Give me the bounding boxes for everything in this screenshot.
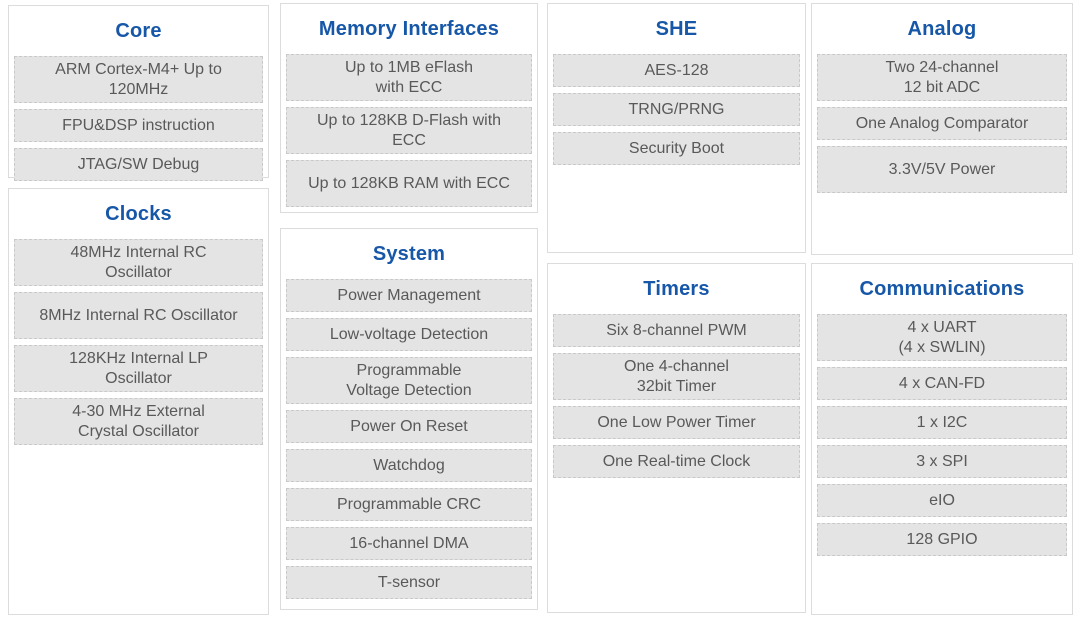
section-memory: Memory Interfaces Up to 1MB eFlash with E…: [280, 3, 538, 213]
feature-item: Up to 128KB D-Flash with ECC: [286, 107, 532, 154]
feature-item: 16-channel DMA: [286, 527, 532, 560]
feature-item: Power Management: [286, 279, 532, 312]
feature-item: 8MHz Internal RC Oscillator: [14, 292, 263, 339]
feature-item: Low-voltage Detection: [286, 318, 532, 351]
feature-item: eIO: [817, 484, 1067, 517]
section-title-core: Core: [115, 20, 162, 42]
feature-item: 1 x I2C: [817, 406, 1067, 439]
feature-item: Up to 128KB RAM with ECC: [286, 160, 532, 207]
feature-item: One Real-time Clock: [553, 445, 800, 478]
section-title-memory: Memory Interfaces: [318, 18, 500, 40]
feature-item: ARM Cortex-M4+ Up to 120MHz: [14, 56, 263, 103]
section-title-she: SHE: [655, 18, 698, 40]
feature-list: 4 x UART (4 x SWLIN) 4 x CAN-FD 1 x I2C 3 x…: [817, 314, 1067, 556]
section-title-timers: Timers: [643, 278, 710, 300]
feature-item: Two 24-channel 12 bit ADC: [817, 54, 1067, 101]
section-clocks: Clocks 48MHz Internal RC Oscillator 8MHz I…: [8, 188, 269, 615]
feature-item: One Low Power Timer: [553, 406, 800, 439]
feature-item: 3.3V/5V Power: [817, 146, 1067, 193]
feature-item: Up to 1MB eFlash with ECC: [286, 54, 532, 101]
feature-item: 48MHz Internal RC Oscillator: [14, 239, 263, 286]
feature-item: 128KHz Internal LP Oscillator: [14, 345, 263, 392]
feature-item: AES-128: [553, 54, 800, 87]
feature-item: One Analog Comparator: [817, 107, 1067, 140]
feature-item: Programmable Voltage Detection: [286, 357, 532, 404]
feature-item: One 4-channel 32bit Timer: [553, 353, 800, 400]
section-title-analog: Analog: [907, 18, 977, 40]
section-title-communications: Communications: [859, 278, 1025, 300]
section-title-system: System: [372, 243, 446, 265]
feature-item: T-sensor: [286, 566, 532, 599]
feature-list: Up to 1MB eFlash with ECC Up to 128KB D-F…: [286, 54, 532, 207]
feature-item: FPU&DSP instruction: [14, 109, 263, 142]
feature-item: 3 x SPI: [817, 445, 1067, 478]
feature-item: 4 x UART (4 x SWLIN): [817, 314, 1067, 361]
section-title-clocks: Clocks: [105, 203, 172, 225]
feature-item: 4-30 MHz External Crystal Oscillator: [14, 398, 263, 445]
feature-list: Two 24-channel 12 bit ADC One Analog Comp…: [817, 54, 1067, 193]
feature-item: Programmable CRC: [286, 488, 532, 521]
feature-item: 128 GPIO: [817, 523, 1067, 556]
feature-list: 48MHz Internal RC Oscillator 8MHz Interna…: [14, 239, 263, 445]
feature-item: Six 8-channel PWM: [553, 314, 800, 347]
feature-item: Power On Reset: [286, 410, 532, 443]
section-communications: Communications 4 x UART (4 x SWLIN) 4 x CA…: [811, 263, 1073, 615]
feature-item: JTAG/SW Debug: [14, 148, 263, 181]
feature-list: Six 8-channel PWM One 4-channel 32bit Tim…: [553, 314, 800, 478]
feature-item: 4 x CAN-FD: [817, 367, 1067, 400]
feature-item: TRNG/PRNG: [553, 93, 800, 126]
feature-item: Security Boot: [553, 132, 800, 165]
feature-item: Watchdog: [286, 449, 532, 482]
